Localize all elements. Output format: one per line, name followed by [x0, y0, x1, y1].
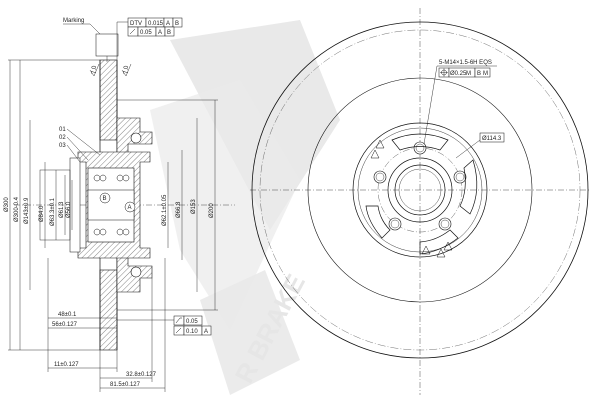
dim-d300-tol: Ø300-0.4 [14, 196, 20, 222]
label-02: 02 [59, 135, 66, 141]
label-01: 01 [59, 127, 66, 133]
dim-d200: Ø200 [209, 203, 215, 218]
watermark: R BRAKE [150, 20, 340, 395]
position-ref-mod: M [483, 71, 488, 77]
dim-w56: 56±0.127 [52, 322, 78, 328]
bolt-holes [373, 141, 467, 231]
position-mod: M [466, 71, 471, 77]
datum-a-label: A [128, 205, 132, 211]
disc-plate-upper [99, 59, 118, 141]
dim-d63: Ø63.3±0.1 [50, 197, 56, 226]
dim-w81: 81.5±0.127 [110, 382, 141, 388]
dim-d61: Ø61.3 [59, 201, 65, 218]
bottom-runout-ref: A [204, 329, 208, 335]
hub-face-outline [352, 122, 488, 258]
disc-plate-lower [99, 269, 118, 351]
dtv-ref-b: B [175, 21, 179, 27]
bottom-flatness-frame: 0.05 [173, 315, 203, 326]
runout-tol: 0.05 [140, 30, 152, 36]
dim-w11: 11±0.127 [54, 362, 79, 368]
dim-d56: Ø56.0 [66, 201, 72, 218]
bolt-pattern-callout: 5-M14×1.5-6H EQS Ø0.25 M B M [423, 60, 497, 145]
runout-ref-a: A [158, 30, 162, 36]
dtv-ref-a: A [166, 21, 170, 27]
center-bore [387, 157, 453, 223]
bolt-hole [413, 141, 427, 155]
dim-d84: Ø84.0 [39, 205, 45, 222]
pcd-callout: Ø114.3 [455, 132, 505, 159]
friction-inner-edge [307, 77, 533, 303]
roughness-left: 7.0 [92, 65, 98, 74]
bolt-hole [438, 217, 452, 231]
bottom-runout-tol: 0.10 [186, 329, 198, 335]
disc-outer-edge [251, 21, 589, 359]
dim-d143: Ø143±0.9 [24, 197, 30, 224]
runout-frame: 0.05 A B [127, 26, 175, 37]
bottom-flat-tol: 0.05 [186, 319, 198, 325]
roughness-right: 7.0 [124, 65, 130, 74]
dtv-frame: DTV 0.015 A B [127, 17, 183, 28]
dim-d62: Ø62.1±0.05 [162, 194, 168, 226]
datum-a-marker [124, 201, 136, 213]
bottom-runout-frame: 0.10 A [173, 325, 212, 336]
section-view: B A 01 02 03 Ø300 Ø300-0.4 Ø143±0.9 Ø84.… [4, 17, 235, 392]
dim-d66: Ø66.8 [176, 201, 182, 218]
dim-w32: 32.8±0.127 [126, 372, 157, 378]
position-tol: Ø0.25 [450, 71, 467, 77]
front-view: 5-M14×1.5-6H EQS Ø0.25 M B M Ø114.3 [250, 8, 590, 395]
bolt-hole [388, 217, 402, 231]
dtv-tol: 0.015 [148, 21, 164, 27]
bolt-pattern-text: 5-M14×1.5-6H EQS [439, 60, 492, 66]
dim-d153: Ø153 [191, 199, 197, 214]
small-markers [370, 139, 453, 258]
label-03: 03 [59, 143, 66, 149]
datum-b-label: B [103, 196, 107, 202]
pcd-text: Ø114.3 [482, 136, 502, 142]
dim-w48: 48±0.1 [58, 312, 77, 318]
datum-b-marker [99, 192, 111, 204]
runout-ref-b: B [167, 30, 171, 36]
dim-d300: Ø300 [4, 197, 10, 212]
position-ref-b: B [477, 71, 481, 77]
dtv-label: DTV [130, 21, 142, 27]
marking-label: Marking [63, 18, 84, 24]
bolt-hole [453, 170, 467, 184]
bolt-hole [373, 170, 387, 184]
